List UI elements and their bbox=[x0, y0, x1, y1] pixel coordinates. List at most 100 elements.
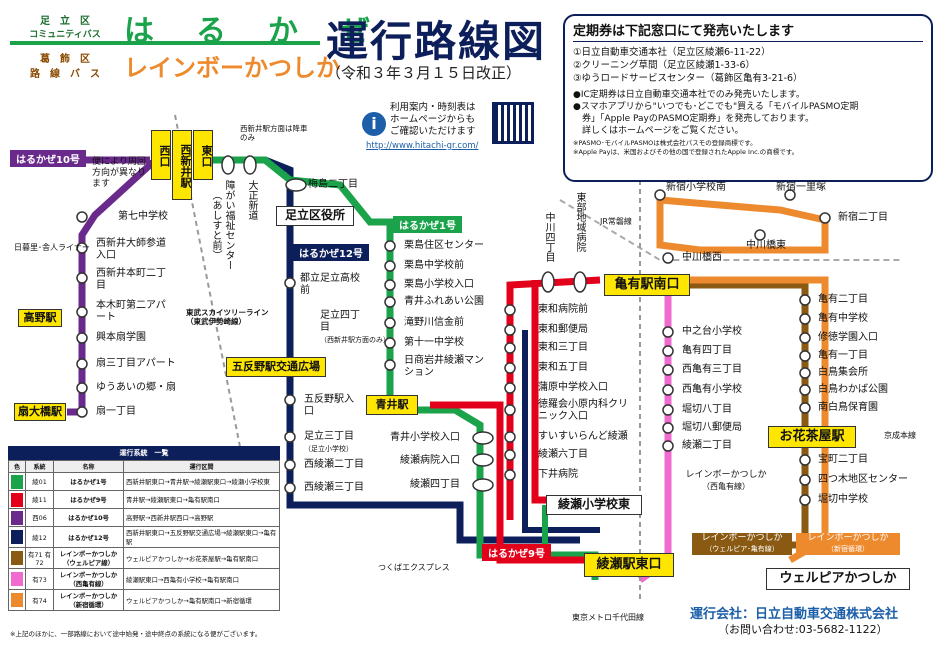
ticket-line: ③ゆうロードサービスセンター（葛飾区亀有3-21-6） bbox=[573, 73, 803, 84]
table-cell-code: 西06 bbox=[25, 508, 54, 527]
takano-station-box[interactable]: 高野駅 bbox=[18, 309, 62, 327]
stop-label: 白鳥集会所 bbox=[818, 367, 868, 378]
katsushika-header: 葛 飾 区 路 線 バ ス bbox=[10, 50, 120, 80]
route-label-nishikameari: レインボーかつしか （西亀有線） bbox=[676, 470, 776, 492]
fukushi-center-label: 障がい福祉センター bbox=[223, 180, 234, 270]
route-label-text: レインボーかつしか bbox=[701, 533, 783, 543]
stop-label: 中川橋東 bbox=[746, 240, 786, 251]
nishiarai-west-box[interactable]: 西口 bbox=[151, 130, 171, 180]
route-color-swatch bbox=[11, 510, 23, 525]
stop-label: 西亀有小学校 bbox=[682, 384, 742, 395]
stop-label: 滝野川信金前 bbox=[404, 317, 464, 328]
stop-label: 綾瀬病院入口 bbox=[400, 455, 460, 466]
stop-label: 日商岩井綾瀬マンション bbox=[404, 355, 484, 378]
rail-label-joban: JR常磐線 bbox=[600, 217, 632, 226]
adachi-header: 足 立 区 コミュニティバス bbox=[10, 12, 120, 40]
ticket-line: 券」「Apple PayのPASMO定期券」を発売しております。 bbox=[573, 114, 814, 124]
stop-label: 興本扇学園 bbox=[96, 332, 146, 343]
stop-label: 白鳥わかば公園 bbox=[818, 384, 888, 395]
nishiarai-station-box[interactable]: 西新井駅 bbox=[172, 130, 192, 200]
homepage-link[interactable]: http://www.hitachi-gr.com/ bbox=[366, 141, 479, 151]
table-cell-code: 有73 bbox=[25, 568, 54, 590]
gotanno-plaza-box[interactable]: 五反野駅交通広場 bbox=[226, 357, 326, 377]
main-title: 運行路線図 bbox=[326, 17, 547, 66]
stop-label: 栗島小学校入口 bbox=[404, 279, 474, 290]
kameari-south-box[interactable]: 亀有駅南口 bbox=[604, 274, 690, 296]
route-bus-label: 路 線 バ ス bbox=[30, 69, 100, 80]
stop-label: 西亀有三丁目 bbox=[682, 364, 742, 375]
header-green-divider bbox=[10, 41, 320, 45]
stop-label: 栗島住区センター bbox=[404, 240, 484, 251]
stop-label: 足立三丁目 bbox=[304, 431, 354, 442]
nishiarai-east-box[interactable]: 東口 bbox=[193, 130, 213, 180]
table-header: 色 bbox=[8, 460, 26, 473]
table-header-row: 色 系統 名称 運行区間 bbox=[8, 460, 280, 473]
stop-label: 下井病院 bbox=[538, 469, 578, 480]
ticket-line: ①日立自動車交通本社（足立区綾瀬6-11-22） bbox=[573, 47, 771, 58]
table-cell-section: 高野駅→西新井駅西口→高野駅 bbox=[123, 508, 280, 527]
operator-contact: （お問い合わせ:03-5682-1122） bbox=[718, 623, 888, 636]
table-cell-section: 青井駅→綾瀬駅東口→亀有駅南口 bbox=[123, 490, 280, 509]
info-text: 利用案内・時刻表は ホームページからも ご確認いただけます bbox=[390, 102, 476, 138]
stop-label: 新宿二丁目 bbox=[838, 212, 888, 223]
route-table-caption: 運行系統 一覧 bbox=[8, 446, 280, 460]
ayase-elem-east-box[interactable]: 綾瀬小学校東 bbox=[546, 495, 642, 515]
stop-label: 堀切八郵便局 bbox=[682, 422, 742, 433]
info-line: ご確認いただけます bbox=[390, 126, 476, 137]
ohanajaya-station-box[interactable]: お花茶屋駅 bbox=[768, 426, 856, 448]
stop-label: 青井ふれあい公園 bbox=[404, 296, 484, 307]
stop-label: 足立四丁目 bbox=[320, 310, 360, 333]
stop-label: 綾瀬四丁目 bbox=[410, 479, 460, 490]
route-tag-12: はるかぜ12号 bbox=[293, 244, 369, 261]
stop-sublabel: （足立小学校） bbox=[304, 445, 353, 453]
stop-label: 東和病院前 bbox=[538, 304, 588, 315]
ticket-line: 詳しくはホームページをご覧ください。 bbox=[573, 126, 744, 136]
nishiarai-dropoff-note: 西新井駅方面は降車のみ bbox=[240, 124, 308, 142]
table-cell-code: 綾12 bbox=[25, 526, 54, 548]
route-label-text: レインボーかつしか bbox=[807, 533, 889, 543]
info-icon: i bbox=[362, 112, 386, 136]
route-label-shinjuku: レインボーかつしか （新宿循環） bbox=[796, 533, 900, 555]
table-header: 名称 bbox=[53, 460, 124, 473]
adachi-office-box[interactable]: 足立区役所 bbox=[276, 206, 354, 226]
table-cell-name: はるかぜ9号 bbox=[53, 490, 124, 509]
stop-label: 東和五丁目 bbox=[538, 362, 588, 373]
stop-label: 四つ木地区センター bbox=[818, 474, 908, 485]
rail-label-keisei: 京成本線 bbox=[884, 431, 916, 440]
table-cell-section: ウェルピアかつしか→亀有駅南口→新宿循環 bbox=[123, 589, 280, 611]
table-cell-section: 西新井駅東口→五反野駅交通広場→綾瀬駅東口→亀有駅 bbox=[123, 526, 280, 548]
katsushika-label: 葛 飾 区 bbox=[40, 54, 90, 65]
stop-label: すいすいらんど綾瀬 bbox=[538, 431, 628, 442]
table-header: 系統 bbox=[25, 460, 54, 473]
route-tag-1: はるかぜ1号 bbox=[393, 216, 462, 233]
stop-label: 梅島二丁目 bbox=[308, 179, 358, 190]
stop-label: ゆうあいの郷・扇 bbox=[96, 382, 176, 393]
ogi-ohashi-station-box[interactable]: 扇大橋駅 bbox=[14, 403, 66, 421]
table-cell-color bbox=[8, 547, 26, 569]
stop-label: 都立足立高校前 bbox=[300, 273, 360, 296]
route-color-swatch bbox=[11, 572, 23, 586]
stop-label: 新宿小学校南 bbox=[666, 182, 726, 193]
table-cell-color bbox=[8, 490, 26, 509]
qr-code-icon[interactable] bbox=[492, 102, 534, 144]
route-color-swatch bbox=[11, 474, 23, 489]
welpia-box[interactable]: ウェルピアかつしか bbox=[766, 568, 910, 590]
route-label-text: レインボーかつしか bbox=[685, 470, 767, 480]
adachi-label: 足 立 区 bbox=[40, 16, 90, 27]
stop-label: 西綾瀬二丁目 bbox=[304, 459, 364, 470]
stop-label: 綾瀬六丁目 bbox=[538, 449, 588, 460]
table-cell-name: はるかぜ10号 bbox=[53, 508, 124, 527]
stop-label: 堀切八丁目 bbox=[682, 404, 732, 415]
operator-name: 運行会社：日立自動車交通株式会社 bbox=[690, 607, 899, 622]
stop-label: 西綾瀬三丁目 bbox=[304, 482, 364, 493]
ticket-line: ●IC定期券は日立自動車交通本社でのみ発売いたします。 bbox=[573, 90, 805, 100]
ayase-east-exit-box[interactable]: 綾瀬駅東口 bbox=[584, 553, 674, 577]
ticket-line: ②クリーニング草間（足立区綾瀬1-33-6） bbox=[573, 60, 756, 71]
aoi-station-box[interactable]: 青井駅 bbox=[366, 395, 418, 415]
stop-label: 扇一丁目 bbox=[96, 406, 136, 417]
ashito-label: （あしすと前） bbox=[210, 190, 221, 260]
ticket-line: ●スマホアプリから"いつでも･どこでも"買える「モバイルPASMO定期 bbox=[573, 102, 859, 112]
table-cell-section: 西新井駅東口→青井駅→綾瀬駅東口→綾瀬小学校東 bbox=[123, 472, 280, 491]
